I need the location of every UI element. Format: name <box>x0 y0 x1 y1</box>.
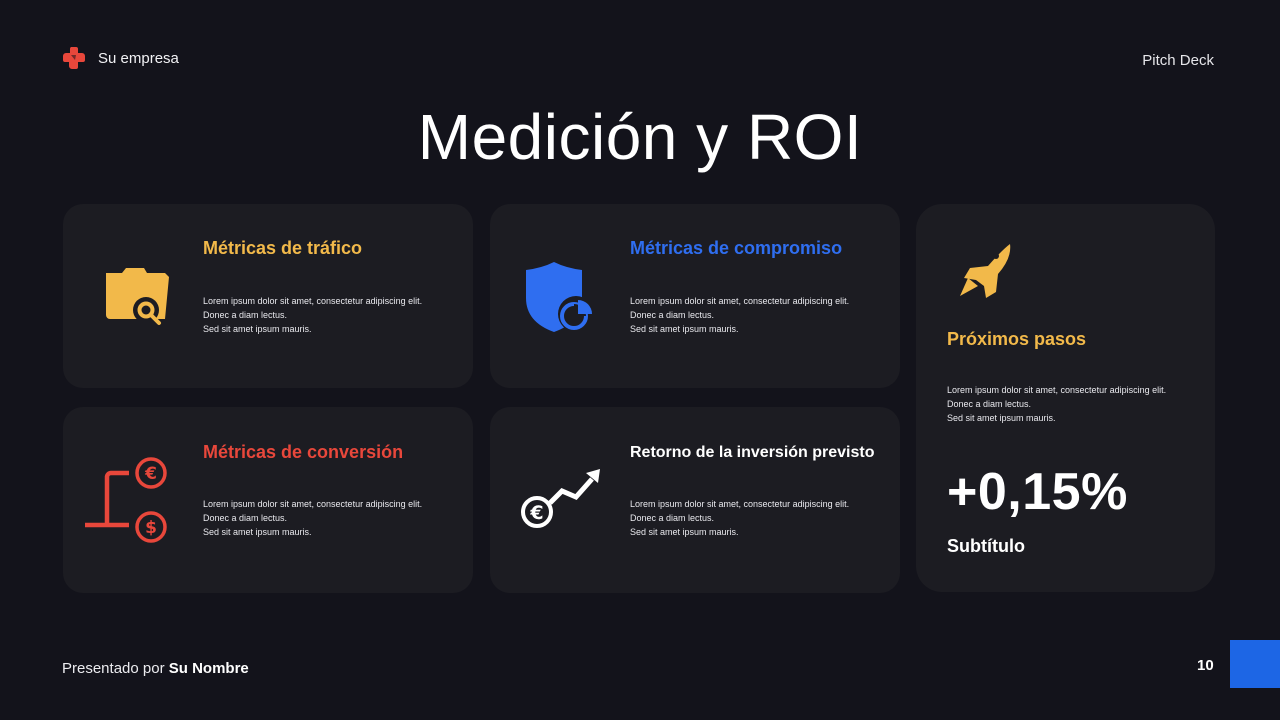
description-line: Donec a diam lectus. <box>203 310 288 320</box>
description-line: Sed sit amet ipsum mauris. <box>630 527 739 537</box>
card-description: Lorem ipsum dolor sit amet, consectetur … <box>203 294 422 336</box>
deck-label: Pitch Deck <box>1142 52 1214 69</box>
card-title: Retorno de la inversión previsto <box>630 444 875 461</box>
card-title: Métricas de compromiso <box>630 238 843 258</box>
description-line: Sed sit amet ipsum mauris. <box>630 324 739 334</box>
description-line: Donec a diam lectus. <box>630 310 715 320</box>
folder-search-icon <box>106 268 169 325</box>
description-line: Donec a diam lectus. <box>947 399 1032 409</box>
svg-text:$: $ <box>145 518 157 538</box>
currency-exchange-icon: € $ <box>85 457 167 543</box>
description-line: Lorem ipsum dolor sit amet, consectetur … <box>947 385 1167 395</box>
svg-text:€: € <box>529 502 543 524</box>
page-number: 10 <box>1197 657 1214 674</box>
description-line: Lorem ipsum dolor sit amet, consectetur … <box>203 296 423 306</box>
rocket-icon <box>960 244 1011 298</box>
card-title: Métricas de tráfico <box>203 238 363 258</box>
description-line: Lorem ipsum dolor sit amet, consectetur … <box>630 296 850 306</box>
page-title: Medición y ROI <box>417 101 863 173</box>
description-line: Sed sit amet ipsum mauris. <box>203 324 312 334</box>
description-line: Lorem ipsum dolor sit amet, consectetur … <box>630 499 850 509</box>
stat-value: +0,15% <box>947 463 1128 521</box>
card-conversion-metrics: € $ Métricas de conversión Lorem ipsum d… <box>63 407 473 593</box>
card-description: Lorem ipsum dolor sit amet, consectetur … <box>947 383 1166 425</box>
shield-chart-icon <box>526 262 594 332</box>
card-roi-forecast: € Retorno de la inversión previsto Lorem… <box>490 407 900 593</box>
presented-by-label: Presentado por <box>62 660 165 677</box>
card-title: Próximos pasos <box>947 329 1087 349</box>
puzzle-cross-icon <box>63 47 85 69</box>
company-name: Su empresa <box>98 49 179 67</box>
presenter-name: Su Nombre <box>168 660 249 677</box>
stat-subtitle: Subtítulo <box>947 536 1025 556</box>
description-line: Sed sit amet ipsum mauris. <box>947 413 1056 423</box>
card-title: Métricas de conversión <box>203 442 404 462</box>
presenter-credit: Presentado por Su Nombre <box>62 660 249 677</box>
card-description: Lorem ipsum dolor sit amet, consectetur … <box>203 497 422 539</box>
description-line: Lorem ipsum dolor sit amet, consectetur … <box>203 499 423 509</box>
brand: Su empresa <box>62 46 179 70</box>
card-description: Lorem ipsum dolor sit amet, consectetur … <box>630 497 849 539</box>
euro-growth-icon: € <box>521 469 600 528</box>
card-next-steps: Próximos pasos Lorem ipsum dolor sit ame… <box>916 204 1215 592</box>
description-line: Sed sit amet ipsum mauris. <box>203 527 312 537</box>
card-engagement-metrics: Métricas de compromiso Lorem ipsum dolor… <box>490 204 900 388</box>
description-line: Donec a diam lectus. <box>203 513 288 523</box>
accent-block <box>1230 640 1280 688</box>
card-description: Lorem ipsum dolor sit amet, consectetur … <box>630 294 849 336</box>
svg-text:€: € <box>144 464 157 484</box>
description-line: Donec a diam lectus. <box>630 513 715 523</box>
card-traffic-metrics: Métricas de tráfico Lorem ipsum dolor si… <box>63 204 473 388</box>
